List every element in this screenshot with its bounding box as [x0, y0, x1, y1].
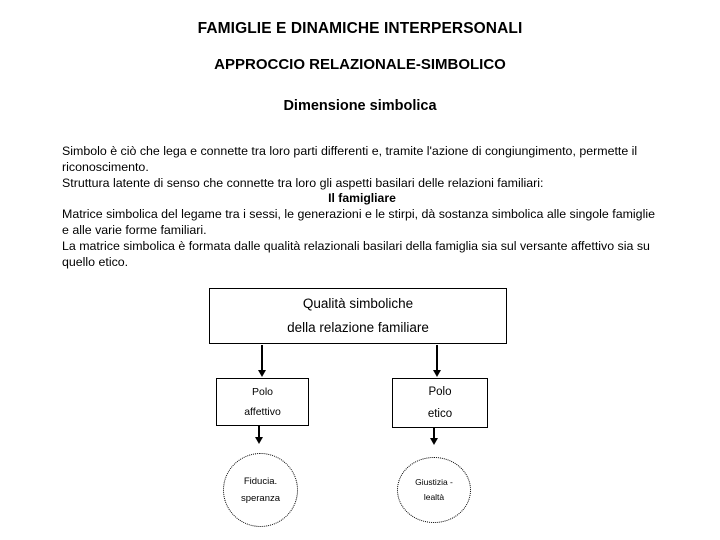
- arrow-down-to-fiducia: [253, 426, 265, 444]
- body-text-block: Simbolo è ciò che lega e connette tra lo…: [62, 144, 662, 270]
- ellipse-fiducia-speranza: Fiducia. speranza: [223, 453, 298, 527]
- arrow-shaft: [433, 428, 435, 438]
- page-subtitle: APPROCCIO RELAZIONALE-SIMBOLICO: [214, 56, 506, 73]
- paragraph-il-famigliare: Il famigliare: [328, 191, 396, 206]
- paragraph-symbol-definition: Simbolo è ciò che lega e connette tra lo…: [62, 144, 638, 174]
- box-polo-affettivo-line1: Polo: [251, 386, 273, 398]
- arrow-head-icon: [255, 437, 263, 444]
- box-polo-affettivo-line2: affettivo: [244, 406, 281, 418]
- arrow-head-icon: [430, 438, 438, 445]
- ellipse-fiducia-line2: speranza: [240, 493, 281, 504]
- arrow-shaft: [261, 345, 263, 370]
- box-polo-affettivo: Polo affettivo: [216, 378, 309, 426]
- box-qualita-line2: della relazione familiare: [287, 320, 429, 335]
- ellipse-fiducia-line1: Fiducia.: [243, 476, 278, 487]
- arrow-head-icon: [433, 370, 441, 377]
- arrow-down-to-polo-affettivo: [256, 345, 268, 377]
- box-qualita-simboliche: Qualità simboliche della relazione famil…: [209, 288, 507, 344]
- box-polo-etico-line2: etico: [427, 408, 453, 420]
- arrow-head-icon: [258, 370, 266, 377]
- arrow-shaft: [436, 345, 438, 370]
- box-polo-etico-line1: Polo: [428, 386, 452, 398]
- paragraph-symbolic-matrix: Matrice simbolica del legame tra i sessi…: [62, 207, 655, 237]
- box-polo-etico: Polo etico: [392, 378, 488, 428]
- section-heading: Dimensione simbolica: [283, 98, 437, 114]
- page-title: FAMIGLIE E DINAMICHE INTERPERSONALI: [197, 20, 523, 37]
- arrow-down-to-polo-etico: [431, 345, 443, 377]
- box-qualita-line1: Qualità simboliche: [302, 296, 414, 311]
- paragraph-latent-structure: Struttura latente di senso che connette …: [62, 175, 544, 190]
- ellipse-giustizia-lealta: Giustizia - lealtà: [397, 457, 471, 523]
- paragraph-relational-qualities: La matrice simbolica è formata dalle qua…: [62, 238, 650, 269]
- ellipse-giustizia-line1: Giustizia -: [415, 477, 453, 487]
- ellipse-giustizia-line2: lealtà: [423, 492, 445, 502]
- arrow-shaft: [258, 426, 260, 437]
- arrow-down-to-giustizia: [428, 428, 440, 445]
